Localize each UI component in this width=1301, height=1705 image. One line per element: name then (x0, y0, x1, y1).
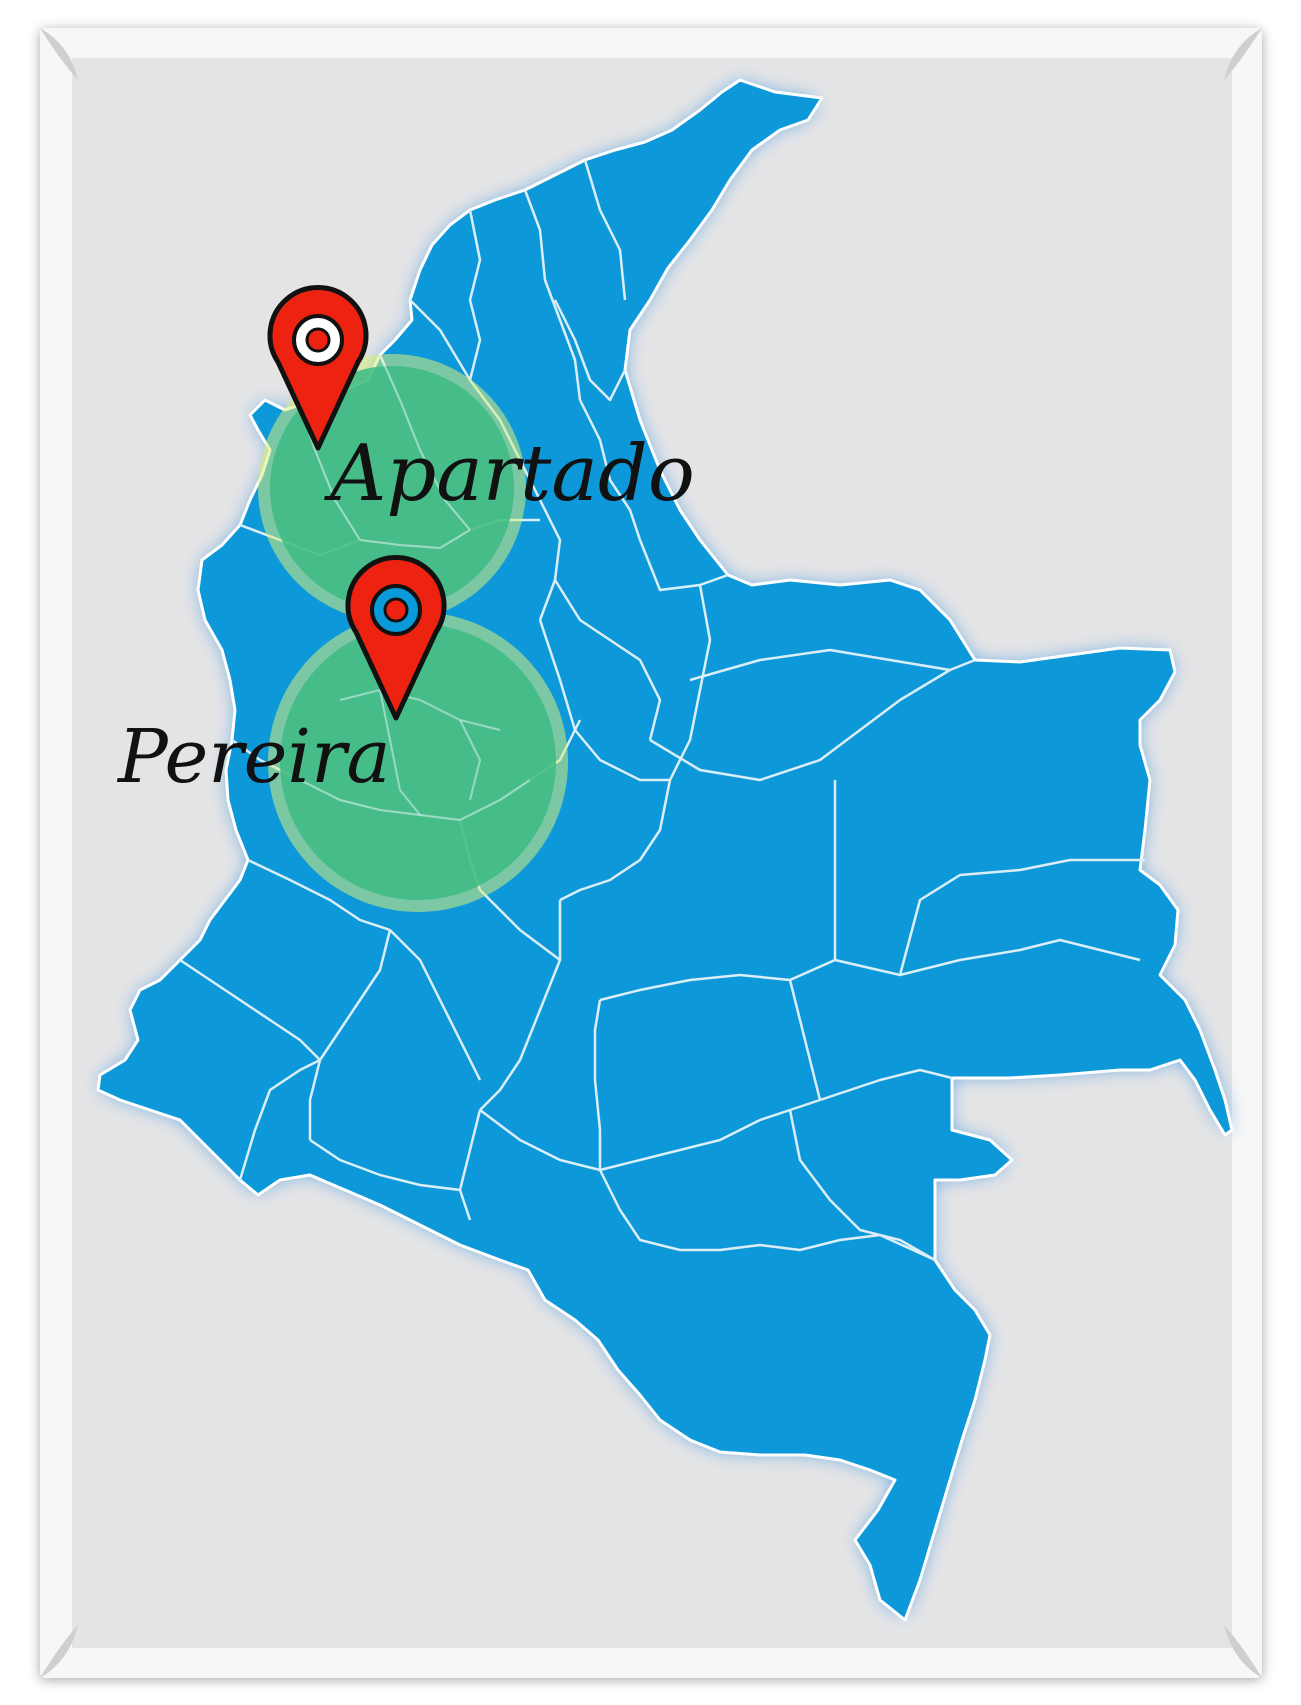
department-borders (179, 159, 1145, 1262)
corner-curl-top-left (40, 28, 78, 80)
location-pin-icon[interactable] (345, 554, 447, 721)
city-label-apartado: Apartado (324, 429, 695, 519)
corner-curl-bottom-right (1224, 1625, 1262, 1678)
location-pin-icon[interactable] (267, 284, 369, 451)
corner-curl-bottom-left (40, 1625, 78, 1678)
highlight-circle-pereira (268, 612, 568, 912)
corner-curl-top-right (1224, 28, 1262, 80)
city-label-pereira: Pereira (116, 714, 391, 800)
circle-borders (299, 354, 531, 822)
